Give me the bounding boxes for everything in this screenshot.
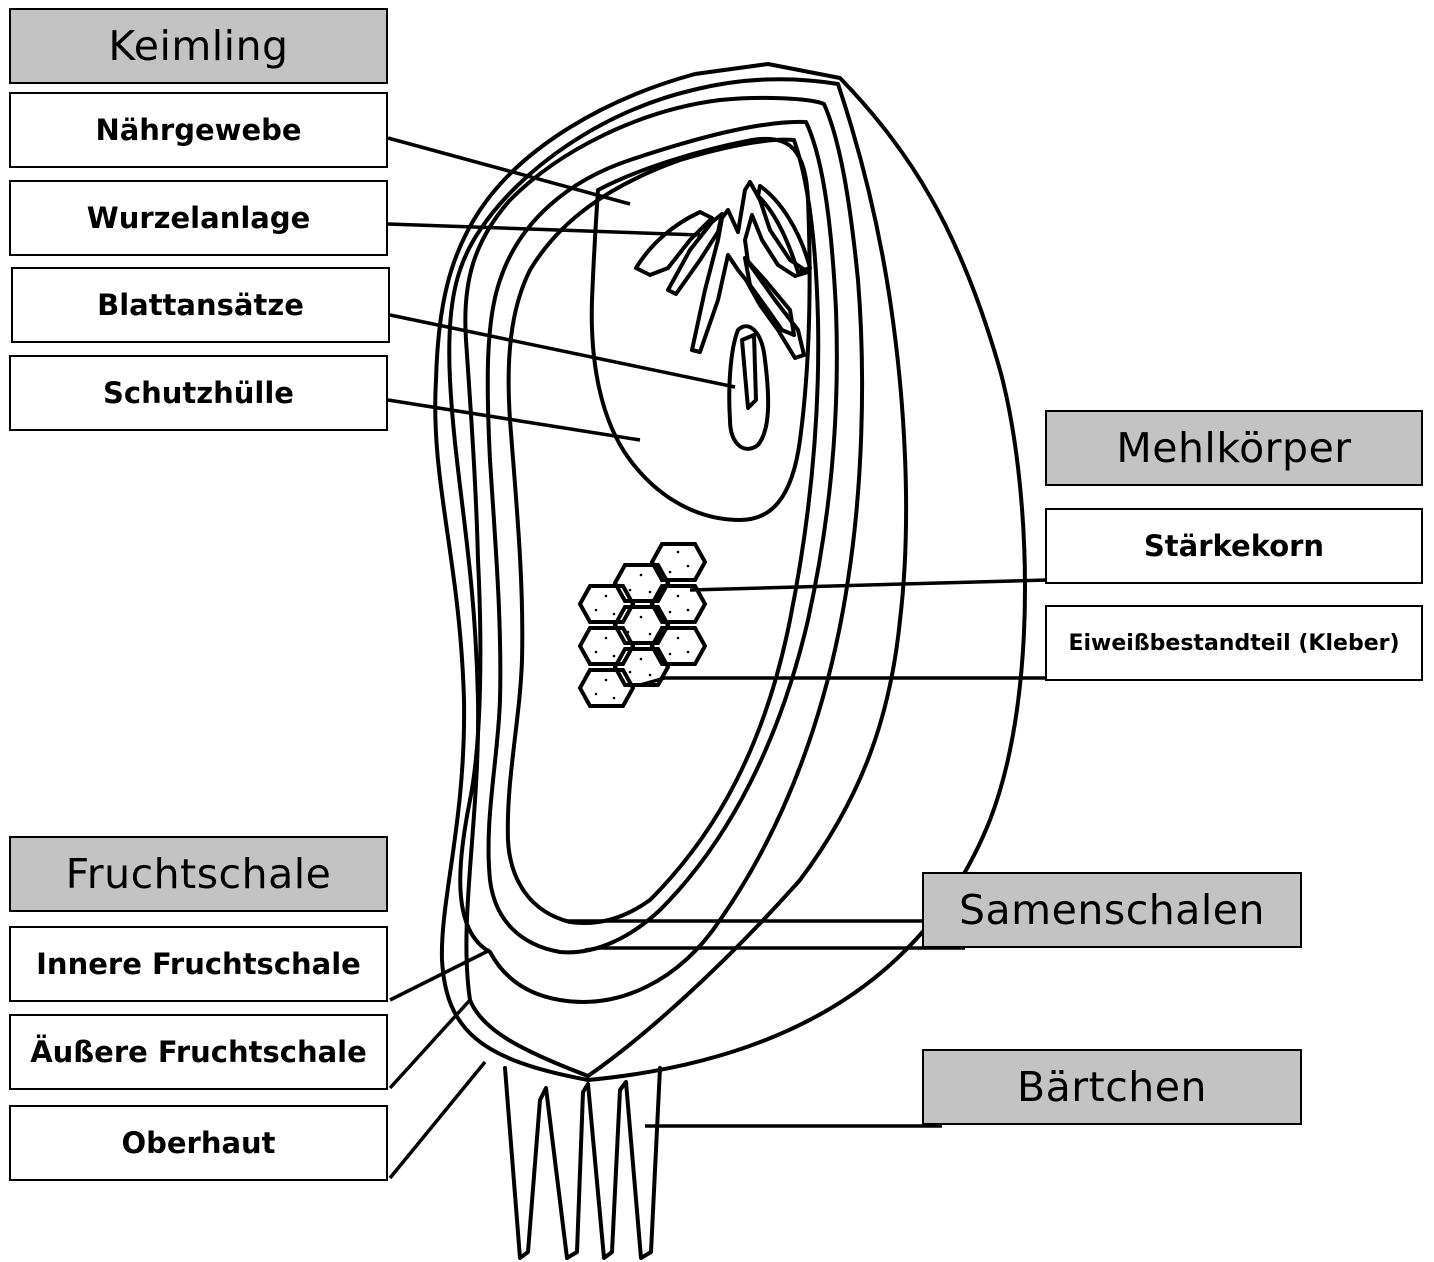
leader-eiweiss [640, 678, 1046, 685]
fruchtschale-header: Fruchtschale [9, 836, 388, 912]
radicle [636, 212, 712, 275]
label-oberhaut: Oberhaut [9, 1105, 388, 1181]
label-innere-fruchtschale: Innere Fruchtschale [9, 926, 388, 1002]
label-naehrgewebe: Nährgewebe [9, 92, 388, 168]
keimling-header: Keimling [9, 8, 388, 84]
embryo-coleoptile [729, 326, 768, 449]
label-eiweissbestandteil: Eiweißbestandteil (Kleber) [1045, 605, 1423, 681]
label-wurzelanlage: Wurzelanlage [9, 180, 388, 256]
samenschalen-header: Samenschalen [922, 872, 1302, 948]
starch-cell-cluster [580, 544, 705, 706]
label-blattansaetze: Blattansätze [11, 267, 390, 343]
label-schutzhuelle: Schutzhülle [9, 355, 388, 431]
leader-samenschalen-2 [585, 948, 965, 950]
leader-staerkekorn [690, 580, 1046, 590]
radicle-2 [758, 186, 810, 272]
seed-coat-outer [488, 122, 837, 952]
leader-wurzelanlage [388, 224, 700, 235]
leader-aeussere-fruchtschale [390, 1000, 470, 1088]
label-aeussere-fruchtschale: Äußere Fruchtschale [9, 1014, 388, 1090]
leader-blattansaetze [390, 315, 735, 387]
leader-oberhaut [390, 1062, 485, 1178]
mehlkoerper-header: Mehlkörper [1045, 410, 1423, 486]
embryo-leaf-inner [742, 335, 756, 408]
baertchen-header: Bärtchen [922, 1049, 1302, 1125]
beard-hairs [505, 1068, 660, 1258]
label-staerkekorn: Stärkekorn [1045, 508, 1423, 584]
